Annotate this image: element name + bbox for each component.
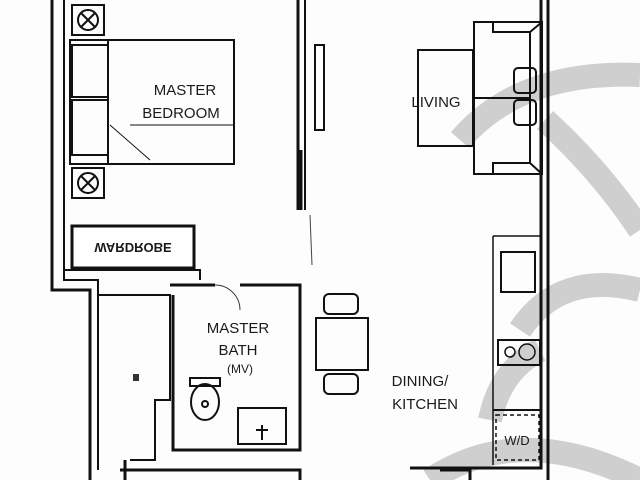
bedroom-sliding-panel: [314, 44, 325, 131]
room-label-dining-kitchen-line1: DINING/: [392, 373, 450, 390]
dining-table: [315, 293, 369, 395]
kitchen-counter: [492, 235, 541, 465]
bath-sink: [237, 407, 287, 445]
toilet: [189, 377, 221, 421]
room-label-master-bath-line2: BATH: [219, 342, 258, 359]
nightstand-lamp-icon: [71, 4, 105, 199]
room-label-master-bath-line3: (MV): [227, 362, 253, 376]
room-label-master-bedroom-line2: BEDROOM: [142, 105, 220, 122]
room-label-master-bedroom-line1: MASTER: [154, 82, 217, 99]
wardrobe: [70, 224, 196, 270]
room-label-living: LIVING: [411, 94, 460, 111]
bath-door: [214, 284, 241, 311]
room-label-dining-kitchen-line2: KITCHEN: [392, 396, 458, 413]
coffee-table: [417, 49, 474, 147]
wd-label: W/D: [504, 433, 529, 448]
bed: [69, 39, 235, 165]
room-label-master-bath-line1: MASTER: [207, 320, 270, 337]
wardrobe-label: WARDROBE: [94, 240, 172, 255]
floor-trap: [133, 374, 139, 381]
